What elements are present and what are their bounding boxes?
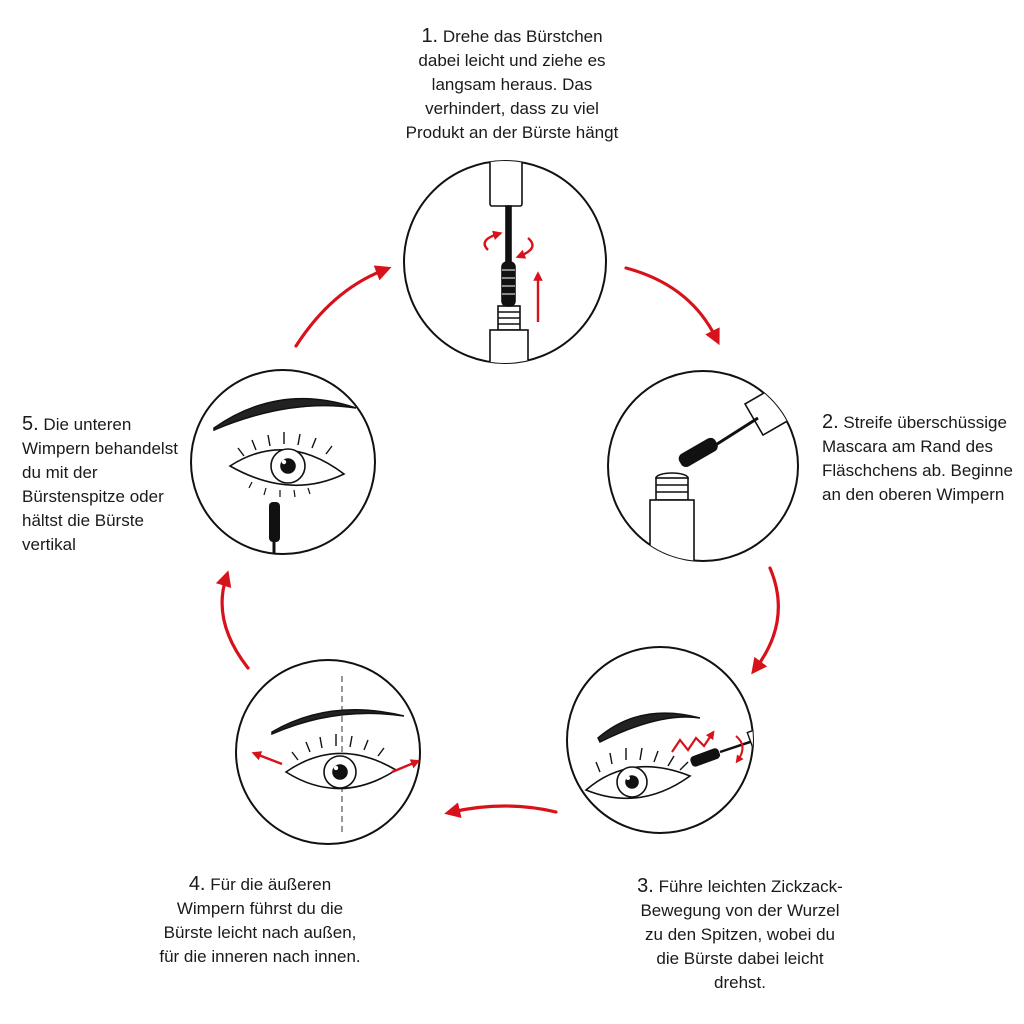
step-3-line: die Bürste dabei leicht bbox=[656, 949, 824, 968]
flow-arrow-1-to-2 bbox=[624, 266, 720, 346]
step-5-number: 5. bbox=[22, 413, 39, 435]
step-5-line: Bürstenspitze oder bbox=[22, 487, 164, 506]
step-2-line: Fläschchens ab. Beginne bbox=[822, 461, 1013, 480]
flow-arrow-3-to-4 bbox=[444, 802, 558, 819]
mascara-wand-icon bbox=[269, 502, 280, 554]
step-1-line: dabei leicht und ziehe es bbox=[418, 51, 606, 70]
step-1-illustration bbox=[403, 160, 607, 364]
step-3-number: 3. bbox=[637, 875, 654, 897]
mascara-bottle-icon bbox=[649, 472, 695, 561]
step-2-number: 2. bbox=[822, 411, 839, 433]
mascara-wand-icon bbox=[678, 387, 791, 468]
step-3-line: drehst. bbox=[714, 973, 766, 992]
step-5-line: vertikal bbox=[22, 535, 76, 554]
step-4-number: 4. bbox=[188, 873, 206, 895]
step-5-illustration bbox=[190, 369, 376, 555]
step-2-line: Streife überschüssige bbox=[843, 413, 1007, 432]
zigzag-arrow-icon bbox=[671, 730, 715, 753]
step-2-illustration bbox=[607, 370, 799, 562]
step-3-line: zu den Spitzen, wobei du bbox=[645, 925, 835, 944]
flow-arrow-2-to-3 bbox=[751, 566, 780, 675]
mascara-wand-icon bbox=[501, 205, 516, 307]
eye-icon bbox=[228, 432, 346, 498]
outward-arrow-icon bbox=[391, 759, 420, 774]
step-3-line: Bewegung von der Wurzel bbox=[640, 901, 840, 920]
step-4-line: für die inneren nach innen. bbox=[159, 947, 361, 966]
eye-icon bbox=[584, 747, 692, 800]
step-1-line: Produkt an der Bürste hängt bbox=[405, 123, 619, 142]
step-1-line: langsam heraus. Das bbox=[431, 75, 593, 94]
step-5-line: du mit der bbox=[22, 463, 98, 482]
eyebrow-icon bbox=[213, 397, 357, 432]
rotate-arrow-icon bbox=[483, 230, 534, 259]
step-5-line: Die unteren bbox=[43, 415, 132, 434]
step-4-caption: 4. Für die äußeren Wimpern führst du die… bbox=[110, 872, 410, 969]
eyebrow-icon bbox=[597, 712, 701, 744]
step-3-line: Führe leichten Zickzack- bbox=[658, 877, 843, 896]
step-4-line: Wimpern führst du die bbox=[176, 899, 344, 918]
eyebrow-icon bbox=[271, 709, 405, 736]
step-1-caption: 1. Drehe das Bürstchen dabei leicht und … bbox=[362, 24, 662, 145]
inward-arrow-icon bbox=[251, 751, 283, 766]
step-1-line: Drehe das Bürstchen bbox=[442, 27, 603, 46]
step-3-illustration bbox=[566, 646, 754, 834]
flow-arrows bbox=[215, 265, 780, 819]
rotate-arrow-icon bbox=[735, 735, 744, 764]
step-5-line: Wimpern behandelst bbox=[22, 439, 178, 458]
step-1-line: verhindert, dass zu viel bbox=[425, 99, 599, 118]
step-2-line: an den oberen Wimpern bbox=[822, 485, 1005, 504]
flow-arrow-4-to-5 bbox=[215, 570, 250, 670]
step-5-caption: 5. Die unteren Wimpern behandelst du mit… bbox=[22, 412, 202, 557]
step-4-line: Bürste leicht nach außen, bbox=[163, 923, 357, 942]
step-5-line: hältst die Bürste bbox=[22, 511, 144, 530]
step-2-line: Mascara am Rand des bbox=[822, 437, 994, 456]
step-4-illustration bbox=[235, 659, 421, 845]
step-1-number: 1. bbox=[421, 25, 439, 47]
flow-arrow-5-to-1 bbox=[294, 265, 392, 348]
step-4-line: Für die äußeren bbox=[210, 875, 332, 894]
step-3-caption: 3. Führe leichten Zickzack- Bewegung von… bbox=[590, 874, 890, 995]
mascara-tube-icon bbox=[489, 161, 529, 363]
step-2-caption: 2. Streife überschüssige Mascara am Rand… bbox=[822, 410, 1022, 507]
